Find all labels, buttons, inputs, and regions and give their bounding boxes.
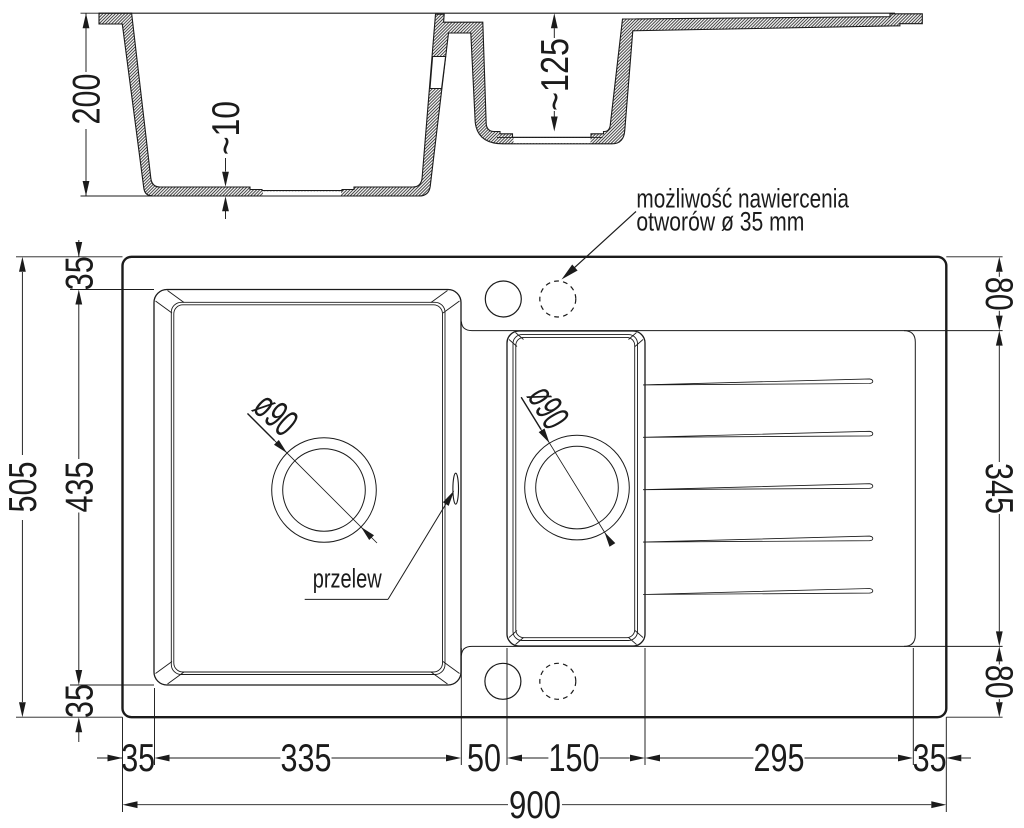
svg-text:35: 35 — [121, 737, 155, 780]
svg-text:335: 335 — [281, 737, 332, 780]
svg-text:150: 150 — [549, 737, 600, 780]
svg-text:435: 435 — [58, 462, 101, 513]
svg-text:~10: ~10 — [205, 101, 248, 155]
svg-text:900: 900 — [509, 784, 561, 827]
svg-text:~125: ~125 — [534, 38, 577, 111]
svg-text:możliwość nawiercenia: możliwość nawiercenia — [636, 184, 849, 214]
svg-text:200: 200 — [66, 74, 109, 125]
svg-text:80: 80 — [977, 665, 1020, 699]
svg-text:295: 295 — [754, 737, 805, 780]
svg-text:35: 35 — [58, 256, 101, 290]
svg-text:50: 50 — [467, 737, 501, 780]
svg-text:35: 35 — [913, 737, 947, 780]
svg-text:80: 80 — [977, 277, 1020, 311]
svg-text:35: 35 — [58, 684, 101, 718]
svg-text:505: 505 — [2, 462, 45, 513]
svg-text:otworów ø 35 mm: otworów ø 35 mm — [636, 207, 804, 237]
svg-text:345: 345 — [977, 463, 1020, 514]
svg-text:przelew: przelew — [313, 564, 383, 594]
